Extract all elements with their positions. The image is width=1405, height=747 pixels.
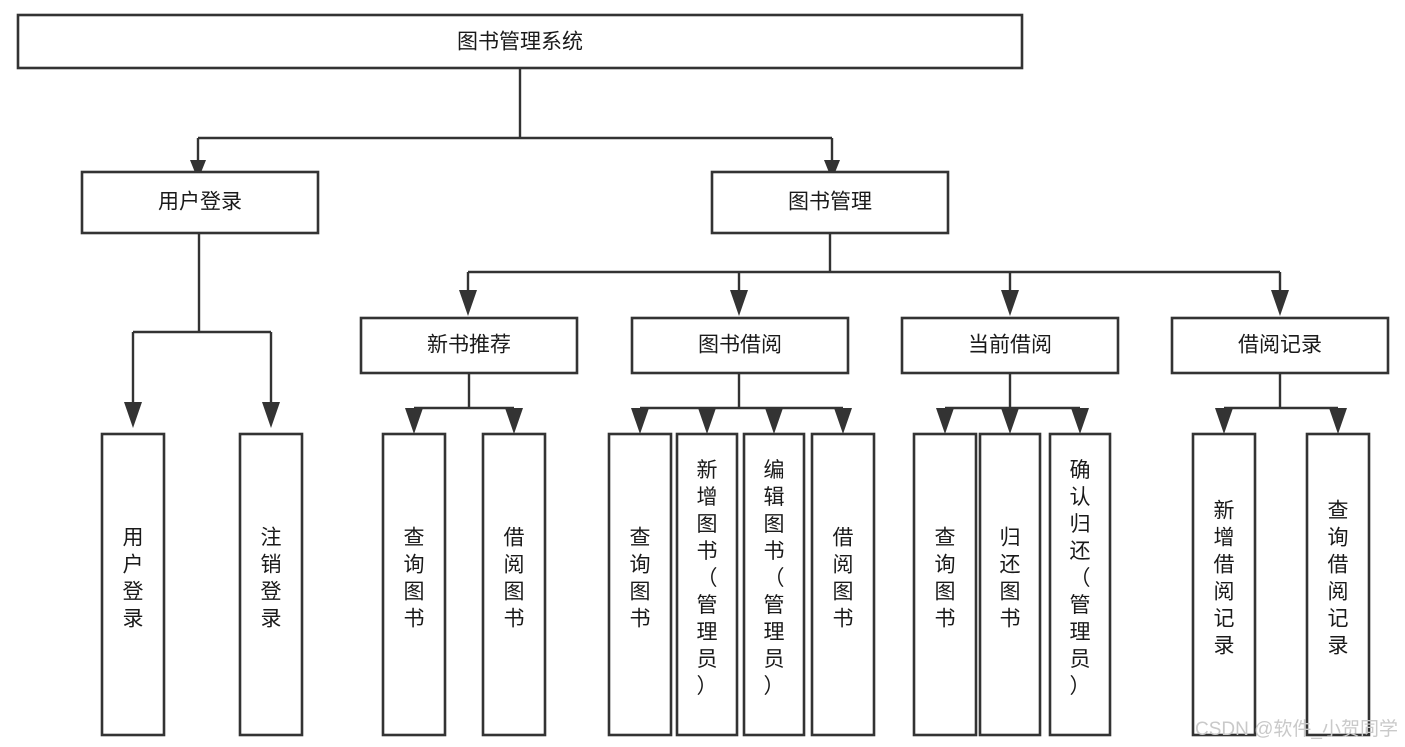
node-root-label: 图书管理系统 [457, 31, 583, 54]
node-book-borrow-label: 图书借阅 [698, 334, 782, 357]
node-leaf-edit-book-box[interactable] [742, 432, 806, 737]
connector-current-borrow-to-leaves [943, 373, 1082, 414]
connector-new-book-rec-to-leaves [412, 373, 516, 414]
node-leaf-edit-book[interactable]: 编辑图书（管理员） [742, 432, 806, 737]
node-current-borrow-label: 当前借阅 [968, 334, 1052, 357]
node-leaf-add-record-label: 新增借阅记录 [1214, 500, 1235, 658]
node-new-book-rec[interactable]: 新书推荐 [359, 316, 579, 375]
node-leaf-logout-label: 注销登录 [261, 527, 282, 631]
node-leaf-query-book-b-label: 查询图书 [630, 527, 651, 631]
node-book-borrow-box[interactable] [630, 316, 850, 375]
node-leaf-query-book-b-box[interactable] [607, 432, 673, 737]
node-leaf-confirm-return-box[interactable] [1048, 432, 1112, 737]
arrow-to-book-borrow [730, 290, 748, 316]
node-root-box[interactable] [16, 13, 1024, 70]
node-current-borrow[interactable]: 当前借阅 [900, 316, 1120, 375]
node-leaf-query-book-c-label: 查询图书 [935, 527, 956, 631]
node-book-manage-box[interactable] [710, 170, 950, 235]
node-leaf-borrow-book-b-label: 借阅图书 [833, 527, 854, 631]
node-user-login-label: 用户登录 [158, 191, 242, 214]
arrow-to-book-manage [824, 160, 840, 180]
arrow-to-leaf-add-record [1215, 408, 1233, 434]
node-leaf-add-book[interactable]: 新增图书（管理员） [675, 432, 739, 737]
node-leaf-user-login[interactable]: 用户登录 [100, 432, 166, 737]
arrow-to-leaf-add-book [698, 408, 716, 434]
connector-user-login-to-leaves [131, 233, 273, 405]
connector-root-to-level2 [196, 68, 834, 163]
csdn-watermark: CSDN @软件_小贺同学 [1195, 718, 1398, 740]
node-leaf-add-book-box[interactable] [675, 432, 739, 737]
node-book-borrow[interactable]: 图书借阅 [630, 316, 850, 375]
node-user-login-box[interactable] [80, 170, 320, 235]
node-leaf-confirm-return-label: 确认归还（管理员） [1070, 459, 1091, 698]
arrow-to-leaf-borrow-book-b [834, 408, 852, 434]
node-leaf-return-book-label: 归还图书 [1000, 527, 1021, 631]
connector-layer [124, 68, 1347, 434]
node-borrow-record-label: 借阅记录 [1238, 334, 1322, 357]
arrow-to-leaf-return-book [1001, 408, 1019, 434]
node-leaf-return-book[interactable]: 归还图书 [978, 432, 1042, 737]
node-leaf-add-record-box[interactable] [1191, 432, 1257, 737]
node-leaf-return-book-box[interactable] [978, 432, 1042, 737]
node-leaf-query-book-a[interactable]: 查询图书 [381, 432, 447, 737]
node-new-book-rec-label: 新书推荐 [427, 334, 511, 357]
node-leaf-query-book-b[interactable]: 查询图书 [607, 432, 673, 737]
node-leaf-borrow-book-a-label: 借阅图书 [504, 527, 525, 631]
arrow-to-leaf-user-login [124, 402, 142, 428]
node-user-login[interactable]: 用户登录 [80, 170, 320, 235]
node-leaf-user-login-label: 用户登录 [123, 527, 144, 631]
arrow-to-leaf-query-book-a [405, 408, 423, 434]
node-leaf-borrow-book-a-box[interactable] [481, 432, 547, 737]
node-leaf-query-record-label: 查询借阅记录 [1328, 500, 1349, 658]
arrow-to-leaf-query-book-c [936, 408, 954, 434]
node-leaf-query-record[interactable]: 查询借阅记录 [1305, 432, 1371, 737]
arrow-to-borrow-record [1271, 290, 1289, 316]
connector-book-manage-to-level3 [466, 233, 1282, 292]
node-current-borrow-box[interactable] [900, 316, 1120, 375]
node-leaf-add-record[interactable]: 新增借阅记录 [1191, 432, 1257, 737]
node-leaf-query-book-c-box[interactable] [912, 432, 978, 737]
arrow-to-leaf-logout [262, 402, 280, 428]
node-leaf-borrow-book-b[interactable]: 借阅图书 [810, 432, 876, 737]
node-leaf-confirm-return[interactable]: 确认归还（管理员） [1048, 432, 1112, 737]
arrow-to-leaf-edit-book [765, 408, 783, 434]
arrow-to-leaf-confirm-return [1071, 408, 1089, 434]
arrow-to-new-book-rec [459, 290, 477, 316]
node-leaf-query-book-c[interactable]: 查询图书 [912, 432, 978, 737]
node-leaf-logout[interactable]: 注销登录 [238, 432, 304, 737]
node-new-book-rec-box[interactable] [359, 316, 579, 375]
node-leaf-logout-box[interactable] [238, 432, 304, 737]
arrow-to-user-login [190, 160, 206, 180]
connector-borrow-record-to-leaves [1222, 373, 1340, 414]
arrow-to-leaf-query-book-b [631, 408, 649, 434]
node-leaf-user-login-box[interactable] [100, 432, 166, 737]
node-leaf-borrow-book-a[interactable]: 借阅图书 [481, 432, 547, 737]
node-root[interactable]: 图书管理系统 [16, 13, 1024, 70]
arrow-to-current-borrow [1001, 290, 1019, 316]
node-borrow-record-box[interactable] [1170, 316, 1390, 375]
node-leaf-query-book-a-box[interactable] [381, 432, 447, 737]
arrow-to-leaf-borrow-book-a [505, 408, 523, 434]
node-leaf-borrow-book-b-box[interactable] [810, 432, 876, 737]
connector-book-borrow-to-leaves [638, 373, 845, 414]
node-leaf-edit-book-label: 编辑图书（管理员） [764, 459, 785, 698]
node-book-manage[interactable]: 图书管理 [710, 170, 950, 235]
node-book-manage-label: 图书管理 [788, 191, 872, 214]
node-leaf-query-book-a-label: 查询图书 [404, 527, 425, 631]
node-borrow-record[interactable]: 借阅记录 [1170, 316, 1390, 375]
node-leaf-add-book-label: 新增图书（管理员） [697, 459, 718, 698]
arrow-to-leaf-query-record [1329, 408, 1347, 434]
node-leaf-query-record-box[interactable] [1305, 432, 1371, 737]
